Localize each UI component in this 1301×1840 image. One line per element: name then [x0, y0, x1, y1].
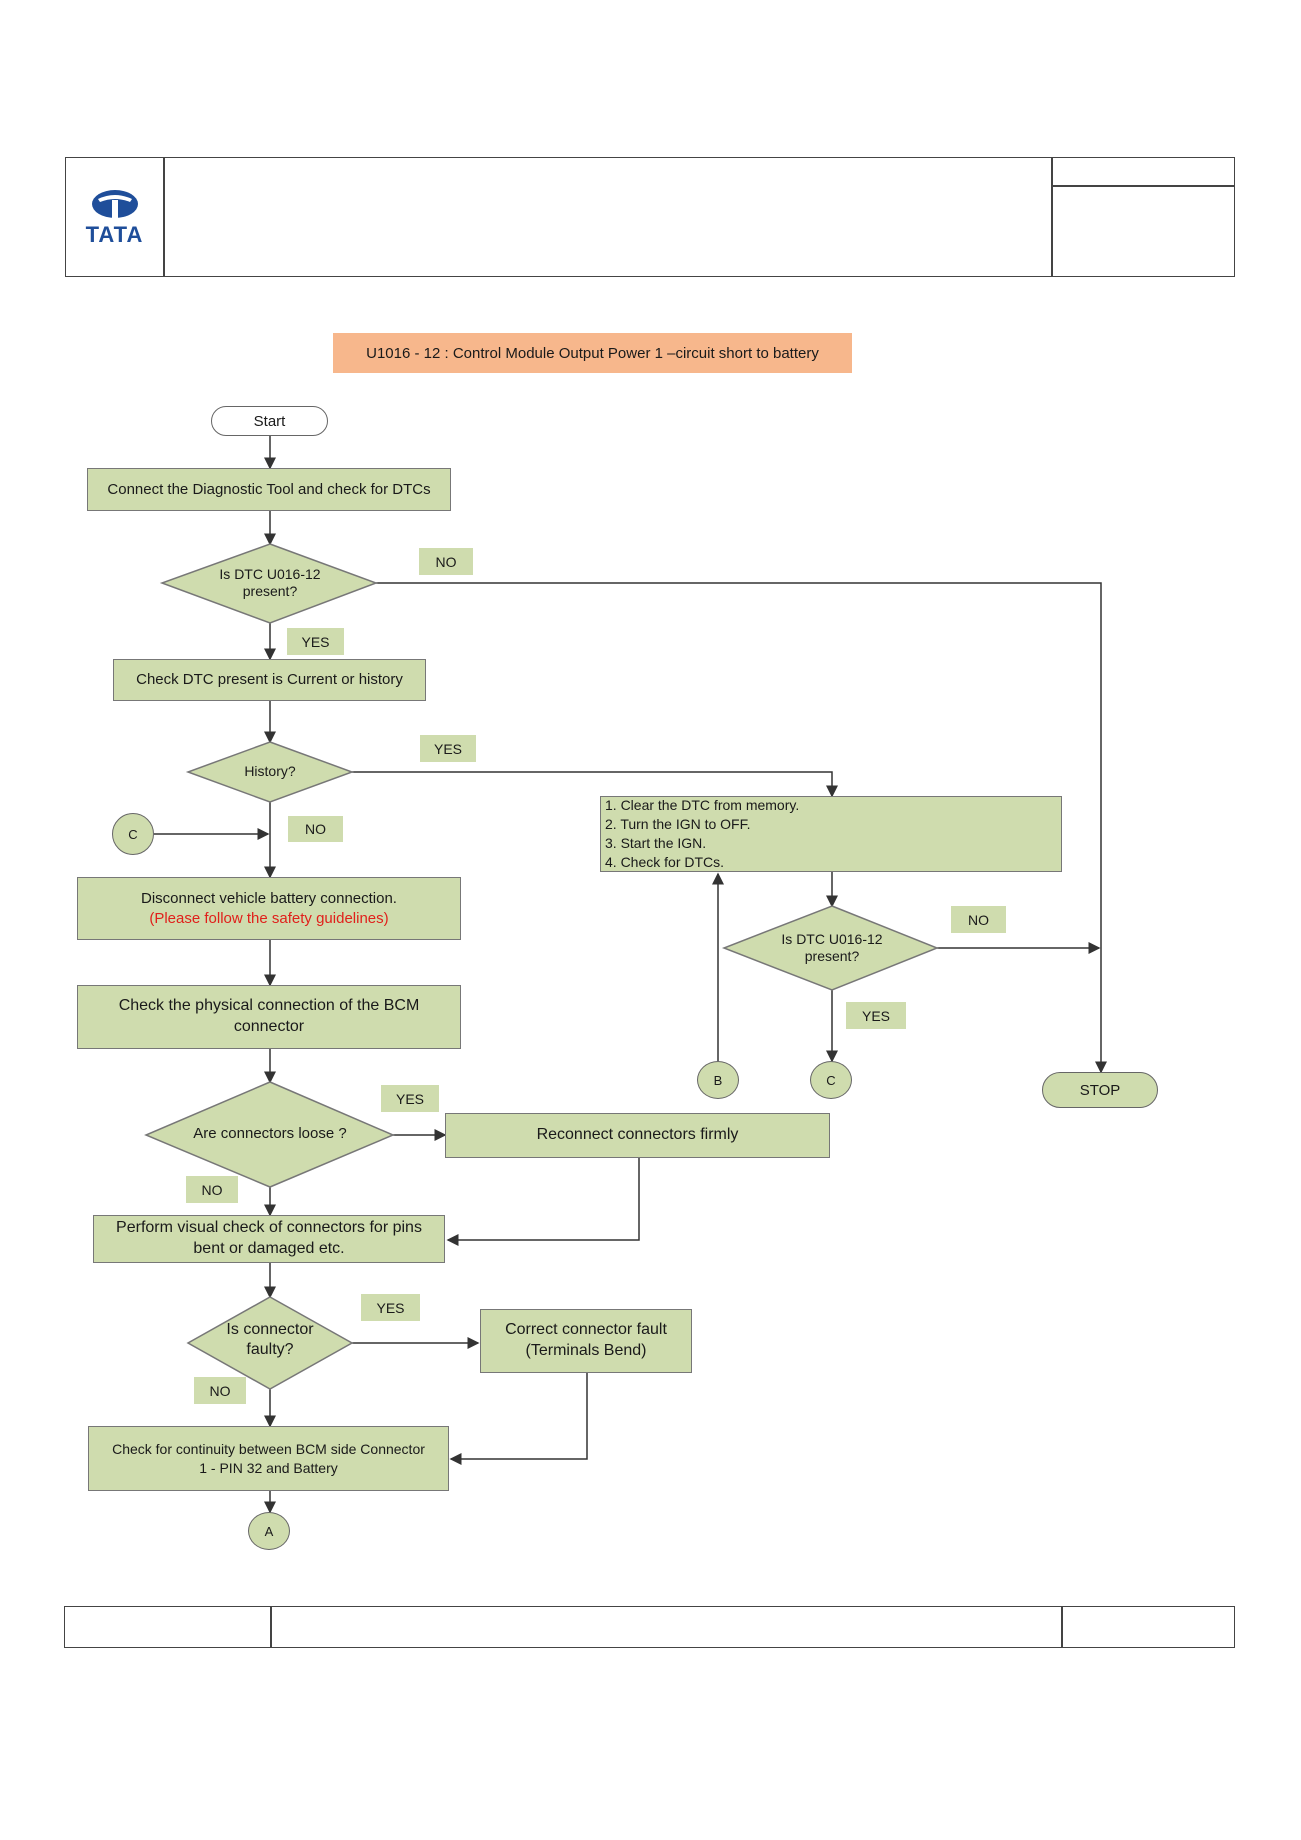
tata-logo: TATA [66, 160, 163, 275]
decision-history: History? [244, 763, 296, 780]
label-yes-dtc-2: YES [846, 1002, 906, 1029]
label-yes-history: YES [420, 735, 476, 762]
decision-shape-loose [144, 1081, 395, 1188]
label-no-faulty: NO [194, 1377, 246, 1404]
stop-terminal: STOP [1042, 1072, 1158, 1108]
label-no-loose: NO [186, 1176, 238, 1203]
label-yes-faulty: YES [361, 1294, 420, 1321]
start-terminal: Start [211, 406, 328, 436]
check-current-history-step: Check DTC present is Current or history [113, 659, 426, 701]
disconnect-battery-step: Disconnect vehicle battery connection. (… [77, 877, 461, 940]
label-yes-loose: YES [381, 1085, 439, 1112]
decision-shape-faulty [186, 1296, 354, 1390]
label-no-dtc-2: NO [951, 906, 1006, 933]
decision-connectors-loose: Are connectors loose ? [193, 1124, 347, 1142]
check-physical-connection-step: Check the physical connection of the BCM… [77, 985, 461, 1049]
flowchart-title: U1016 - 12 : Control Module Output Power… [333, 333, 852, 373]
connector-c-left: C [112, 813, 154, 855]
decision-shape-dtc-2 [721, 905, 940, 991]
label-no-dtc-1: NO [419, 548, 473, 575]
decision-dtc-present-2: Is DTC U016-12 present? [781, 930, 883, 965]
continuity-check-step: Check for continuity between BCM side Co… [88, 1426, 449, 1491]
clear-step-1: 1. Clear the DTC from memory. [605, 797, 800, 814]
clear-dtc-steps: 1. Clear the DTC from memory. 2. Turn th… [600, 796, 1062, 872]
tata-logo-icon [91, 189, 138, 220]
label-yes-dtc-1: YES [287, 628, 344, 655]
connector-a: A [248, 1512, 290, 1550]
footer-divider-right [1061, 1606, 1063, 1648]
reconnect-connectors-step: Reconnect connectors firmly [445, 1113, 830, 1158]
safety-guidelines-note: (Please follow the safety guidelines) [149, 909, 389, 927]
connector-c-right: C [810, 1061, 852, 1099]
header-frame [65, 157, 1235, 277]
decision-dtc-present-1: Is DTC U016-12 present? [219, 565, 321, 600]
visual-check-step: Perform visual check of connectors for p… [93, 1215, 445, 1263]
footer-divider-left [270, 1606, 272, 1648]
logo-wordmark: TATA [85, 221, 144, 247]
disconnect-battery-text: Disconnect vehicle battery connection. [141, 890, 397, 907]
footer-frame [64, 1606, 1235, 1648]
connector-b: B [697, 1061, 739, 1099]
header-divider-right [1051, 157, 1053, 277]
correct-connector-fault-step: Correct connector fault (Terminals Bend) [480, 1309, 692, 1373]
header-divider-left [163, 157, 165, 277]
label-no-history: NO [288, 816, 343, 842]
header-divider-cell [1051, 185, 1235, 187]
decision-connector-faulty: Is connector faulty? [226, 1321, 314, 1358]
clear-step-3: 3. Start the IGN. [605, 835, 707, 851]
connect-tool-step: Connect the Diagnostic Tool and check fo… [87, 468, 451, 511]
decision-shape-history [185, 741, 355, 803]
decision-shape-dtc-1 [159, 543, 379, 624]
clear-step-4: 4. Check for DTCs. [605, 853, 725, 870]
clear-step-2: 2. Turn the IGN to OFF. [605, 816, 751, 833]
